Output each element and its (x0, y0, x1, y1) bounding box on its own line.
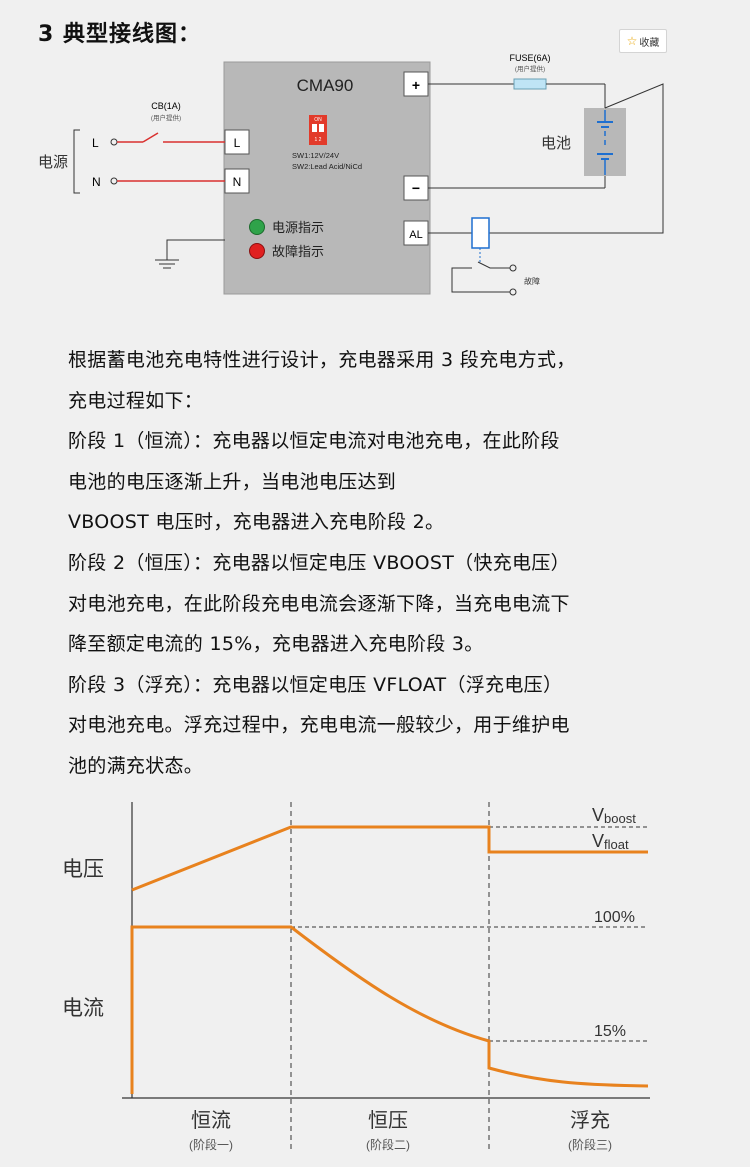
vboost-label: Vboost (592, 805, 636, 826)
power-led-label: 电源指示 (272, 220, 324, 235)
dip-switch-2 (319, 124, 324, 132)
stage-3-sub: (阶段三) (568, 1137, 612, 1152)
relay-supply-wire (480, 83, 664, 234)
device-model: CMA90 (297, 76, 354, 95)
cb-label: CB(1A) (151, 101, 181, 111)
fuse-note: (用户提供) (515, 64, 545, 73)
description-line: 阶段 2（恒压）：充电器以恒定电压 VBOOST（快充电压） (68, 551, 570, 574)
favorite-button[interactable]: ☆ 收藏 (619, 29, 667, 53)
description-line: 对电池充电，在此阶段充电电流会逐渐下降，当充电电流下 (68, 592, 570, 615)
dip-numbers: 1 2 (315, 137, 322, 143)
fuse-label: FUSE(6A) (509, 53, 550, 63)
power-led (249, 219, 265, 235)
stage-3-label: 浮充 (570, 1109, 610, 1132)
description-line: 根据蓄电池充电特性进行设计，充电器采用 3 段充电方式， (68, 349, 576, 371)
fault-terminal-2 (509, 288, 517, 296)
relay-contact (451, 261, 510, 293)
description-line: 降至额定电流的 15%，充电器进入充电阶段 3。 (68, 633, 484, 656)
current-15-label: 15% (594, 1023, 626, 1040)
cb-note: (用户提供) (151, 113, 181, 122)
source-l-terminal (110, 138, 118, 146)
description-line: 阶段 3（浮充）：充电器以恒定电压 VFLOAT（浮充电压） (68, 673, 563, 696)
section-title: 3 典型接线图： (38, 22, 201, 47)
dip-switch (309, 115, 327, 145)
vfloat-label: Vfloat (592, 831, 629, 852)
stage-2-sub: (阶段二) (366, 1137, 410, 1152)
description: 根据蓄电池充电特性进行设计，充电器采用 3 段充电方式， 充电过程如下： 阶段 … (68, 340, 688, 787)
power-bracket (73, 129, 80, 194)
description-line: 阶段 1（恒流）：充电器以恒定电流对电池充电，在此阶段 (68, 430, 560, 453)
description-line: 池的满充状态。 (68, 754, 204, 777)
current-curve (130, 925, 649, 1094)
voltage-curve (131, 825, 648, 892)
relay-coil (471, 217, 490, 249)
fault-terminal-1 (509, 264, 517, 272)
fault-led (249, 243, 265, 259)
dip-switch-1 (312, 124, 317, 132)
description-line: 电池的电压逐渐上升，当电池电压达到 (68, 470, 397, 493)
source-n-terminal (110, 177, 118, 185)
terminal-n-label: N (233, 175, 242, 189)
sw1-label: SW1:12V/24V (292, 151, 339, 160)
description-line: 充电过程如下： (68, 389, 204, 412)
dip-on-label: ON (314, 117, 322, 123)
description-line: 对电池充电。浮充过程中，充电电流一般较少，用于维护电 (68, 714, 570, 737)
stage-1-label: 恒流 (191, 1109, 231, 1132)
stage-2-label: 恒压 (368, 1109, 408, 1132)
charger-device (223, 61, 431, 295)
terminal-plus-label: + (412, 77, 420, 93)
favorite-label: 收藏 (639, 37, 660, 49)
power-source-label: 电源 (38, 154, 68, 171)
terminal-al-label: AL (409, 229, 422, 241)
voltage-axis-label: 电压 (62, 858, 104, 881)
terminal-minus-label: − (412, 180, 420, 196)
current-axis-label: 电流 (62, 997, 104, 1020)
fault-led-label: 故障指示 (272, 244, 324, 259)
wiring-diagram: CMA90 ON 1 2 SW1:12V/24V SW2:Lead Acid/N… (38, 53, 664, 296)
circuit-breaker (142, 132, 159, 143)
source-l-label: L (92, 136, 99, 150)
sw2-label: SW2:Lead Acid/NiCd (292, 162, 362, 171)
fuse (513, 78, 547, 90)
terminal-n (224, 168, 250, 194)
battery-label: 电池 (541, 135, 571, 152)
description-line: VBOOST 电压时，充电器进入充电阶段 2。 (68, 511, 445, 534)
current-100-label: 100% (594, 909, 635, 926)
charging-curve-diagram: 电压 电流 Vboost Vfloat 100% 15% 恒流 (阶段一) 恒压… (62, 802, 650, 1152)
terminal-l-label: L (234, 136, 241, 150)
stage-1-sub: (阶段一) (189, 1137, 233, 1152)
source-n-label: N (92, 175, 101, 189)
fault-output-label: 故障 (524, 276, 540, 286)
ground-wire (166, 239, 225, 260)
star-icon: ☆ (626, 34, 638, 48)
